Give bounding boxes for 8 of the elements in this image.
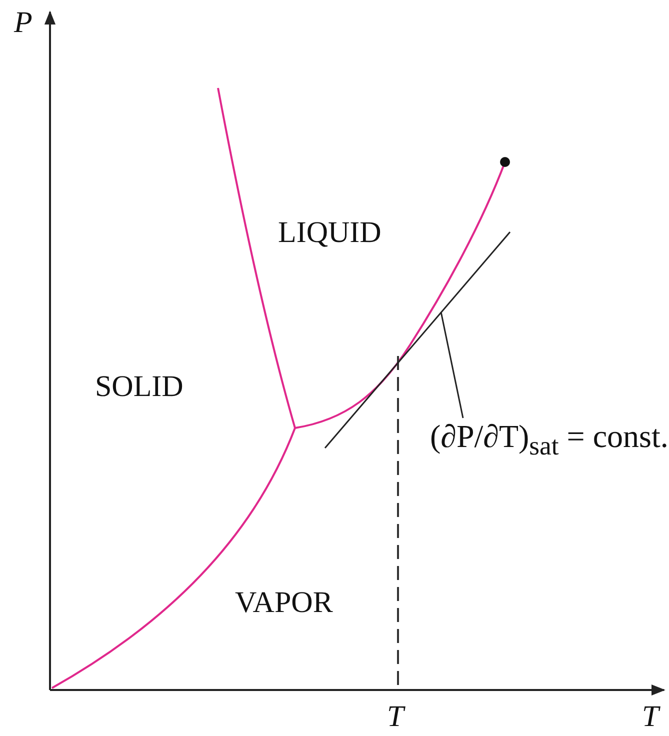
tick-label: T [387, 702, 404, 732]
formula-label: (∂P/∂T)$_{sat}$ = const. [430, 420, 668, 460]
region-label: VAPOR [235, 588, 333, 618]
axis-label: T [642, 702, 659, 732]
leader-line [440, 312, 464, 418]
axis-label: P [14, 8, 32, 38]
region-label: SOLID [95, 372, 184, 402]
region-label: LIQUID [278, 218, 382, 248]
